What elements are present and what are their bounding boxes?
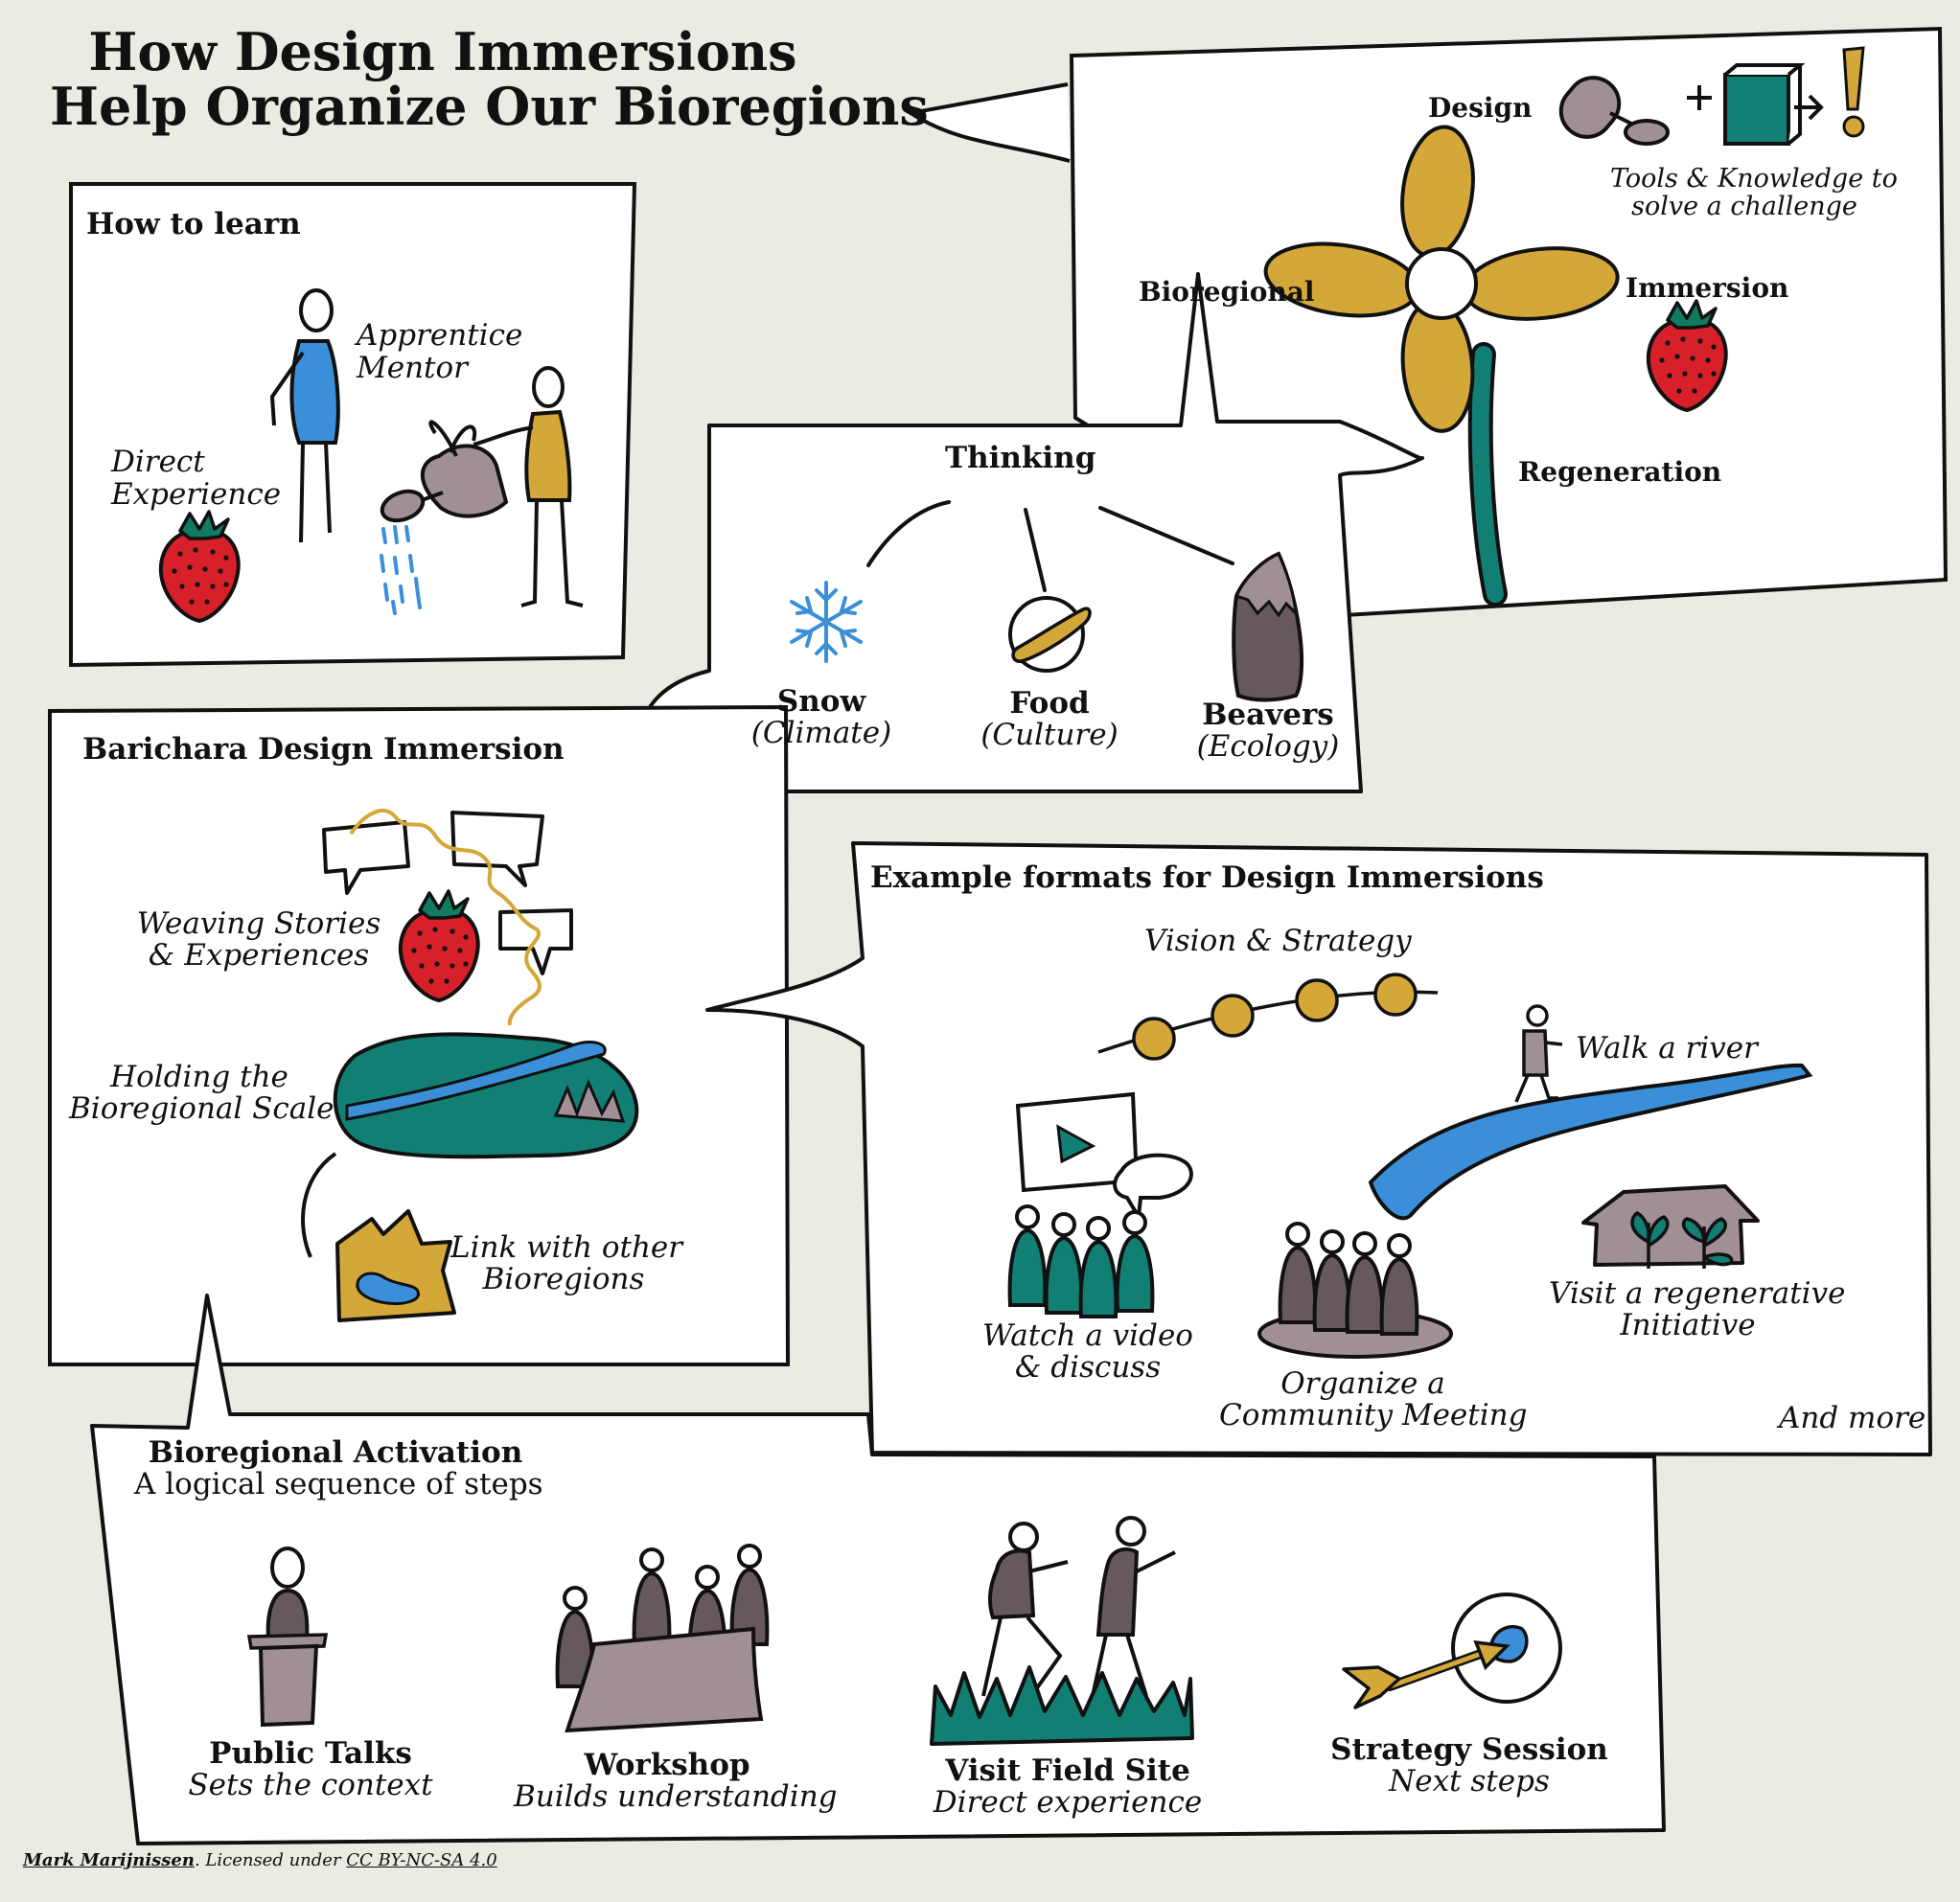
weaving-line1: Weaving Stories xyxy=(136,906,381,941)
formats-heading: Example formats for Design Immersions xyxy=(870,860,1544,895)
walker-figure xyxy=(1514,1004,1563,1103)
footer-credit: Mark Marijnissen. Licensed under CC BY-N… xyxy=(23,1851,497,1869)
visit-line1: Visit a regenerative xyxy=(1549,1276,1846,1311)
label-and-more: And more xyxy=(1779,1401,1926,1435)
link-curve xyxy=(301,1152,337,1258)
step-subtitle: Sets the context xyxy=(188,1768,433,1803)
page-title: How Design Immersions Help Organize Our … xyxy=(50,21,929,138)
step-visit-field-site: Visit Field Site Direct experience xyxy=(924,1753,1211,1821)
book-icon xyxy=(1723,63,1824,146)
step-subtitle: Next steps xyxy=(1389,1764,1550,1799)
step-title: Visit Field Site xyxy=(945,1753,1190,1788)
discuss-bubble-icon xyxy=(1113,1153,1193,1224)
snow-label: Snow (Climate) xyxy=(738,684,905,751)
holding-line2: Bioregional Scale xyxy=(69,1091,334,1127)
label-mentor: Mentor xyxy=(357,351,468,385)
tools-icon xyxy=(1558,76,1712,146)
step-title: Public Talks xyxy=(209,1736,412,1771)
activation-subheading: A logical sequence of steps xyxy=(134,1467,543,1502)
license-link[interactable]: CC BY-NC-SA 4.0 xyxy=(346,1850,497,1870)
watering-can-icon xyxy=(380,420,509,615)
activation-panel-frame xyxy=(90,1294,1666,1845)
thinking-heading: Thinking xyxy=(945,441,1096,475)
weaving-line2: & Experiences xyxy=(148,938,370,974)
weaving-label: Weaving Stories & Experiences xyxy=(125,906,393,974)
step-strategy-session: Strategy Session Next steps xyxy=(1330,1732,1608,1799)
link-line1: Link with other xyxy=(450,1230,683,1265)
author-link[interactable]: Mark Marijnissen xyxy=(23,1850,195,1870)
apprentice-figure xyxy=(269,288,340,543)
watch-line2: & discuss xyxy=(1014,1350,1162,1386)
food-label: Food (Culture) xyxy=(966,686,1133,753)
link-label: Link with other Bioregions xyxy=(450,1230,683,1297)
exclamation-icon xyxy=(1842,46,1865,138)
thinking-connectors xyxy=(866,500,1234,592)
organize-line2: Community Meeting xyxy=(1219,1398,1528,1433)
tools-caption-line1: Tools & Knowledge to xyxy=(1610,164,1898,194)
weaving-thread xyxy=(349,809,542,1026)
holding-label: Holding the Bioregional Scale xyxy=(69,1060,334,1127)
field-hikers-icon xyxy=(930,1516,1194,1746)
footer-mid: . Licensed under xyxy=(194,1850,347,1870)
label-immersion: Immersion xyxy=(1626,272,1789,304)
organize-line1: Organize a xyxy=(1280,1366,1445,1401)
beavers-title: Beavers xyxy=(1202,698,1334,732)
learn-heading: How to learn xyxy=(86,207,301,241)
activation-heading: Bioregional Activation xyxy=(148,1435,523,1470)
food-subtitle: (Culture) xyxy=(980,718,1118,753)
title-line2: Help Organize Our Bioregions xyxy=(50,76,929,138)
vision-beads xyxy=(1132,973,1418,1061)
visit-line2: Initiative xyxy=(1620,1308,1756,1343)
step-subtitle: Builds understanding xyxy=(514,1779,838,1815)
title-line1: How Design Immersions xyxy=(88,21,797,82)
bioregion-map-icon xyxy=(333,1032,639,1159)
watch-line1: Watch a video xyxy=(982,1318,1193,1353)
snow-title: Snow xyxy=(776,684,866,719)
beavers-subtitle: (Ecology) xyxy=(1196,729,1340,765)
public-talk-icon xyxy=(246,1547,329,1728)
target-arrow-icon xyxy=(1342,1593,1562,1709)
label-walk: Walk a river xyxy=(1576,1031,1758,1066)
workshop-icon xyxy=(555,1544,770,1733)
tools-caption-line2: solve a challenge xyxy=(1631,192,1857,222)
label-bioregional: Bioregional xyxy=(1139,276,1315,308)
label-vision: Vision & Strategy xyxy=(1144,924,1412,958)
mentor-figure xyxy=(473,366,584,607)
tools-caption: Tools & Knowledge to solve a challenge xyxy=(1610,164,1898,222)
river-icon xyxy=(1368,1063,1813,1221)
food-bowl-icon xyxy=(1008,596,1092,673)
organize-label: Organize a Community Meeting xyxy=(1219,1366,1528,1433)
beavers-label: Beavers (Ecology) xyxy=(1185,699,1351,764)
label-regeneration: Regeneration xyxy=(1518,456,1722,488)
watch-label: Watch a video & discuss xyxy=(968,1318,1208,1386)
step-subtitle: Direct experience xyxy=(933,1785,1203,1821)
food-title: Food xyxy=(1009,686,1090,721)
label-apprentice: Apprentice xyxy=(357,318,523,353)
flower-panel-tail xyxy=(905,82,1071,163)
linked-bioregion-icon xyxy=(335,1209,456,1322)
label-design: Design xyxy=(1428,92,1533,124)
step-workshop: Workshop Builds understanding xyxy=(514,1748,838,1815)
label-experience: Experience xyxy=(111,477,282,512)
activation-heading-block: Bioregional Activation A logical sequenc… xyxy=(134,1435,543,1502)
step-title: Workshop xyxy=(584,1748,750,1782)
regenerative-initiative-icon xyxy=(1581,1184,1760,1269)
step-title: Strategy Session xyxy=(1330,1732,1608,1767)
beaver-dam-icon xyxy=(1232,551,1304,702)
snow-subtitle: (Climate) xyxy=(750,716,892,751)
link-line2: Bioregions xyxy=(482,1262,645,1297)
label-direct: Direct xyxy=(111,445,205,479)
snowflake-icon xyxy=(790,581,863,663)
barichara-heading: Barichara Design Immersion xyxy=(82,732,565,767)
flower-icon xyxy=(1263,125,1620,607)
visit-label: Visit a regenerative Initiative xyxy=(1549,1276,1846,1343)
step-public-talks: Public Talks Sets the context xyxy=(176,1736,445,1803)
community-meeting-icon xyxy=(1257,1222,1453,1359)
holding-line1: Holding the xyxy=(110,1060,288,1094)
